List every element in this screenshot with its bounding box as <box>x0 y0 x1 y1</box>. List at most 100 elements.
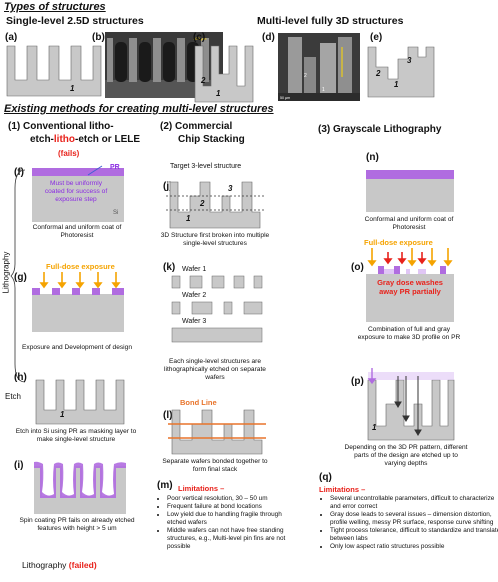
col1-fails: (fails) <box>58 149 80 158</box>
col3-limitation: Only low aspect ratio structures possibl… <box>330 543 498 551</box>
footer-lithography: Lithography <box>22 560 67 570</box>
panel-label-k: (k) <box>163 262 176 273</box>
panel-label-n: (n) <box>366 152 379 163</box>
col2-limitations-list: Poor vertical resolution, 30 – 50 um Fre… <box>158 495 297 551</box>
caption-j: 3D Structure first broken into multiple … <box>160 232 270 248</box>
caption-g: Exposure and Development of design <box>22 344 132 351</box>
level-3-label-e: 3 <box>407 56 412 65</box>
level-1-label-e: 1 <box>394 80 399 89</box>
panel-label-h: (h) <box>14 372 27 383</box>
col3-limitations-title: Limitations – <box>319 485 366 494</box>
col1-title-b2: litho <box>53 134 76 145</box>
si-label: Si <box>113 210 119 216</box>
full-dose-label-o: Full-dose exposure <box>364 238 433 247</box>
level-1-label-c: 1 <box>216 89 221 98</box>
col2-limitations-title: Limitations – <box>178 484 225 493</box>
col2-limitation: Frequent failure at bond locations <box>167 503 297 511</box>
single-level-heading: Single-level 2.5D structures <box>6 15 144 27</box>
level-1-label-h: 1 <box>60 410 65 419</box>
panel-label-d: (d) <box>262 32 275 43</box>
caption-l: Separate wafers bonded together to form … <box>162 458 268 474</box>
footer-failed: (failed) <box>68 560 97 570</box>
panel-label-b: (b) <box>92 32 105 43</box>
panel-label-g: (g) <box>14 272 27 283</box>
diagram-p <box>367 368 455 441</box>
diagram-i <box>34 461 126 514</box>
col1-title-a: Conventional litho- <box>23 121 114 132</box>
col1-title-num: (1) <box>8 121 21 132</box>
pr-note: Must be uniformly coated for success of … <box>44 180 108 203</box>
col1-title-b3: -etch or LELE <box>75 134 141 145</box>
col3-limitation: Gray dose leads to several issues – dime… <box>330 511 498 527</box>
col2-limitation: Low yield due to handling fragile throug… <box>167 511 297 527</box>
diagram-g <box>32 272 124 332</box>
sem-d-level-1: 1 <box>322 87 325 93</box>
wafer2-diagram <box>171 301 263 315</box>
col1-title-line2: etch-litho-etch or LELE <box>30 134 170 146</box>
level-1-label-j: 1 <box>186 214 191 223</box>
wafer2-label: Wafer 2 <box>182 292 207 299</box>
diagram-n <box>366 170 454 212</box>
level-1-label-a: 1 <box>70 84 75 93</box>
gray-dose-label: Gray dose washes away PR partially <box>377 278 443 296</box>
diagram-f <box>32 165 124 222</box>
existing-methods-heading: Existing methods for creating multi-leve… <box>4 103 274 115</box>
panel-label-e: (e) <box>370 32 383 43</box>
level-1-label-p: 1 <box>372 423 377 432</box>
sem-d-scale: 50 µm <box>280 96 290 100</box>
wafer3-label: Wafer 3 <box>182 318 207 325</box>
target-label: Target 3-level structure <box>170 163 242 170</box>
col2-limitation: Poor vertical resolution, 30 – 50 um <box>167 495 297 503</box>
col2-limitation: Middle wafers can not have free standing… <box>167 527 297 551</box>
sem-d-level-2: 2 <box>304 73 307 79</box>
wafer3-diagram <box>171 327 263 343</box>
col3-title-a: Grayscale Lithography <box>333 124 442 135</box>
pr-label-text: PR <box>110 164 120 171</box>
caption-n: Conformal and uniform coat of Photoresis… <box>364 216 454 232</box>
col3-title: (3) Grayscale Lithography <box>318 124 441 136</box>
diagram-j <box>166 181 264 229</box>
caption-k: Each single-level structures are lithogr… <box>164 358 266 382</box>
panel-label-o: (o) <box>351 262 364 273</box>
col1-title-b1: etch- <box>30 134 54 145</box>
level-3-label-j: 3 <box>228 184 233 193</box>
col3-limitations-list: Several uncontrollable parameters, diffi… <box>321 495 498 551</box>
types-heading: Types of structures <box>4 1 106 13</box>
side-etch-label: Etch <box>5 392 22 401</box>
level-2-label-j: 2 <box>200 199 205 208</box>
single-level-structure-a <box>6 45 102 97</box>
panel-label-p: (p) <box>351 376 364 387</box>
col1-title: (1) Conventional litho- <box>8 121 148 133</box>
col2-title-a: Commercial <box>175 121 233 132</box>
wafer1-diagram <box>171 275 263 289</box>
bond-line-label: Bond Line <box>180 398 217 407</box>
caption-p: Depending on the 3D PR pattern, differen… <box>344 444 468 468</box>
panel-label-m: (m) <box>157 480 173 491</box>
col3-title-num: (3) <box>318 124 331 135</box>
panel-label-i: (i) <box>14 460 24 471</box>
multi-level-structure-e <box>367 46 435 98</box>
diagram-l <box>168 409 266 455</box>
pr-label: PR <box>110 164 120 171</box>
col2-title-num: (2) <box>160 121 173 132</box>
col3-limitation: Tight process tolerance, difficult to st… <box>330 527 498 543</box>
caption-i: Spin coating PR fails on already etched … <box>19 517 135 533</box>
level-2-label-e: 2 <box>376 69 381 78</box>
panel-label-q: (q) <box>319 472 332 483</box>
caption-f: Conformal and uniform coat of Photoresis… <box>32 224 122 240</box>
col3-limitation: Several uncontrollable parameters, diffi… <box>330 495 498 511</box>
multi-level-heading: Multi-level fully 3D structures <box>257 15 404 27</box>
multi-level-structure-c <box>194 45 254 103</box>
diagram-h <box>35 379 125 425</box>
col2-title: (2) Commercial <box>160 121 232 133</box>
caption-o: Combination of full and gray exposure to… <box>357 326 461 342</box>
wafer1-label: Wafer 1 <box>182 266 207 273</box>
panel-label-l: (l) <box>163 410 173 421</box>
full-dose-label-g: Full-dose exposure <box>46 262 115 271</box>
side-lithography-label: Lithography <box>1 251 11 294</box>
caption-h: Etch into Si using PR as masking layer t… <box>15 428 137 444</box>
col2-title-b: Chip Stacking <box>178 134 245 145</box>
sem-image-d: 2 1 50 µm <box>278 33 360 101</box>
diagram-o <box>366 248 454 322</box>
footer-lithography-failed: Lithography (failed) <box>22 560 97 570</box>
